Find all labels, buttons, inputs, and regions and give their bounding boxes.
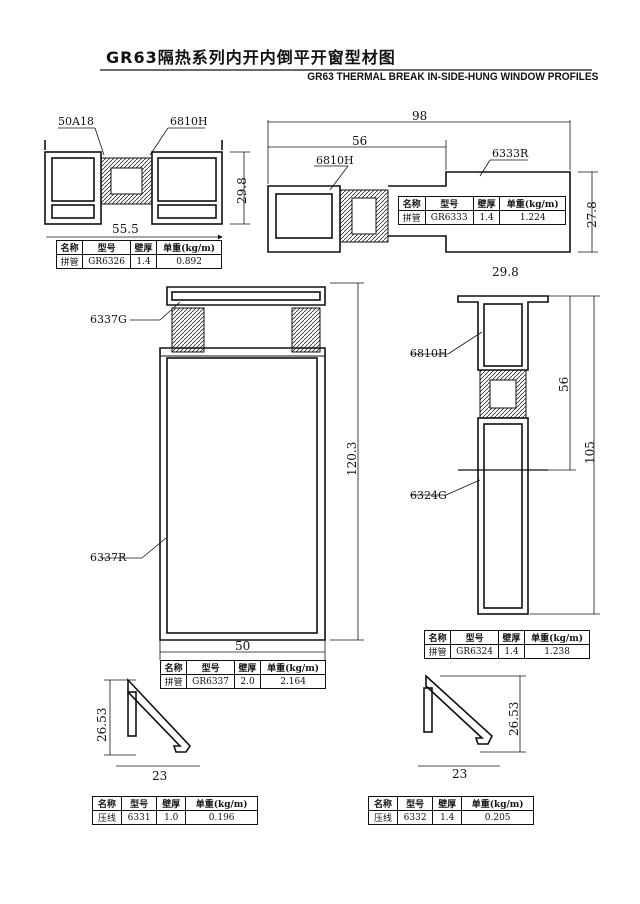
dim-55-5: 55.5 — [112, 222, 139, 236]
profile-6331 — [127, 677, 192, 753]
profile-gr6337 — [159, 286, 326, 641]
profile-6332 — [423, 674, 493, 745]
spec-cell: 压线 — [367, 810, 399, 825]
dim-120-3: 120.3 — [345, 441, 359, 476]
dims-6331 — [104, 679, 200, 767]
dims-gr6324 — [410, 295, 600, 615]
spec-cell: 1.4 — [497, 644, 526, 659]
spec-cell: 壁厚 — [497, 630, 526, 645]
label-6333r: 6333R — [492, 147, 529, 160]
spec-cell: 1.238 — [524, 644, 590, 659]
dim-23-b: 23 — [452, 767, 468, 781]
dim-23: 23 — [152, 769, 168, 783]
label-50a18: 50A18 — [58, 115, 94, 128]
spec-cell: GR6326 — [82, 254, 131, 269]
label-6810h: 6810H — [170, 115, 208, 128]
spec-cell: GR6337 — [186, 674, 235, 689]
spec-cell: 单重(kg/m) — [461, 796, 534, 811]
dim-26-53-b: 26.53 — [507, 701, 521, 736]
spec-cell: 壁厚 — [432, 796, 463, 811]
spec-cell: 壁厚 — [233, 660, 262, 675]
spec-cell: 单重(kg/m) — [185, 796, 258, 811]
spec-cell: 拼管 — [55, 254, 84, 269]
spec-cell: 2.164 — [260, 674, 326, 689]
spec-cell: 型号 — [121, 796, 158, 811]
spec-cell: 名称 — [55, 240, 84, 255]
spec-cell: 0.892 — [156, 254, 222, 269]
spec-cell: 1.224 — [499, 210, 566, 225]
dim-50: 50 — [235, 639, 251, 653]
spec-cell: 壁厚 — [129, 240, 158, 255]
spec-cell: 1.4 — [129, 254, 158, 269]
spec-cell: 6332 — [397, 810, 434, 825]
page-subtitle: GR63 THERMAL BREAK IN-SIDE-HUNG WINDOW P… — [306, 71, 598, 83]
spec-cell: 压线 — [91, 810, 123, 825]
spec-cell: 拼管 — [398, 210, 426, 225]
profile-gr6333 — [267, 120, 571, 253]
spec-cell: 0.196 — [185, 810, 258, 825]
label-6810h-c: 6810H — [410, 347, 448, 360]
label-6810h-b: 6810H — [316, 154, 354, 167]
spec-cell: 型号 — [450, 630, 499, 645]
spec-cell: 0.205 — [461, 810, 534, 825]
dim-56-b: 56 — [557, 376, 571, 392]
spec-cell: 壁厚 — [156, 796, 187, 811]
spec-cell: 1.4 — [432, 810, 463, 825]
profile-gr6326 — [44, 140, 223, 225]
dim-26-53: 26.53 — [95, 707, 109, 742]
dims-6332 — [418, 675, 526, 767]
spec-cell: 名称 — [398, 196, 426, 211]
spec-cell: 2.0 — [233, 674, 262, 689]
spec-cell: 拼管 — [423, 644, 452, 659]
dim-98: 98 — [412, 109, 428, 123]
spec-cell: 拼管 — [159, 674, 188, 689]
spec-cell: 壁厚 — [472, 196, 501, 211]
page-title: GR63隔热系列内开内倒平开窗型材图 — [106, 48, 396, 67]
spec-cell: 单重(kg/m) — [260, 660, 326, 675]
label-6324g: 6324G — [410, 489, 447, 502]
dim-105: 105 — [583, 441, 597, 464]
label-6337r: 6337R — [90, 551, 127, 564]
dims-gr6337 — [100, 282, 364, 660]
dim-27-8: 27.8 — [585, 201, 599, 228]
spec-cell: 名称 — [159, 660, 188, 675]
spec-cell: 名称 — [423, 630, 452, 645]
spec-cell: GR6324 — [450, 644, 499, 659]
spec-cell: 1.4 — [472, 210, 501, 225]
spec-cell: 单重(kg/m) — [156, 240, 222, 255]
spec-cell: 型号 — [424, 196, 474, 211]
spec-cell: 名称 — [91, 796, 123, 811]
dims-gr6326 — [46, 127, 250, 240]
spec-cell: 名称 — [367, 796, 399, 811]
spec-cell: 1.0 — [156, 810, 187, 825]
dim-29-8: 29.8 — [235, 177, 249, 204]
label-6337g: 6337G — [90, 313, 127, 326]
spec-cell: 型号 — [397, 796, 434, 811]
dim-29-8-b: 29.8 — [492, 265, 519, 279]
dims-gr6333 — [268, 121, 598, 253]
spec-cell: 单重(kg/m) — [499, 196, 566, 211]
spec-cell: 单重(kg/m) — [524, 630, 590, 645]
dim-56: 56 — [352, 134, 368, 148]
spec-cell: 型号 — [82, 240, 131, 255]
spec-cell: GR6333 — [424, 210, 474, 225]
profile-gr6324 — [457, 295, 549, 615]
spec-cell: 6331 — [121, 810, 158, 825]
spec-cell: 型号 — [186, 660, 235, 675]
